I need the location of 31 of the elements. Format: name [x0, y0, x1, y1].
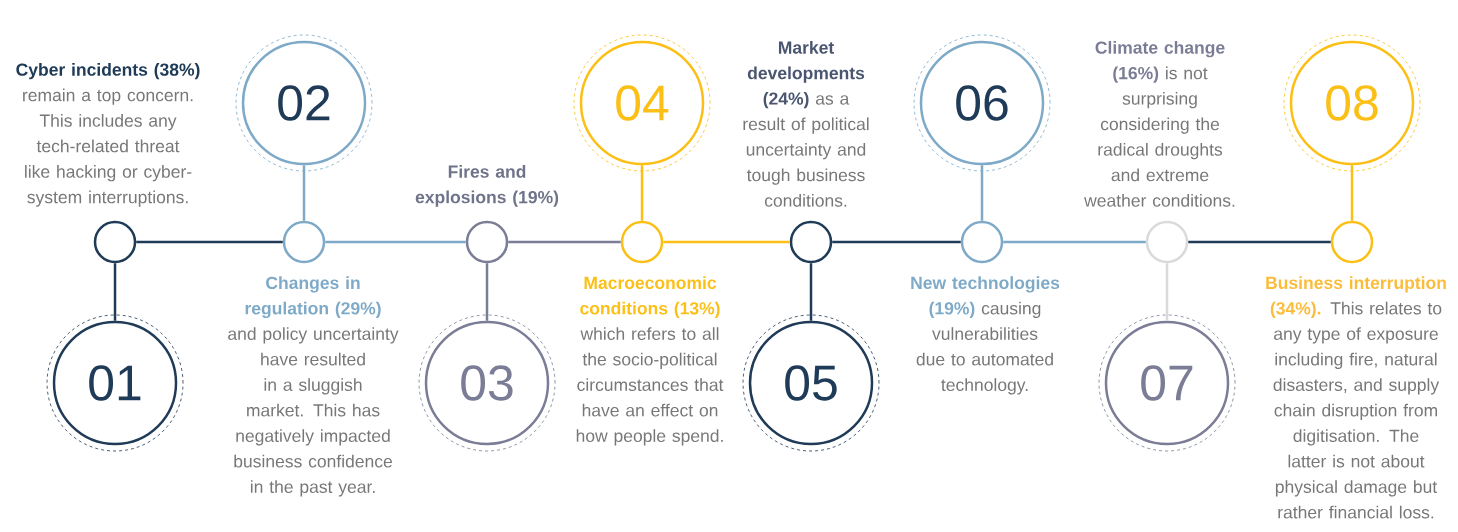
description-text: Changes in regulation (29%) and policy uncertainty have resulted in a sluggish market. This has negatively impacted business confidence in the past year. [228, 276, 399, 497]
connector-line [113, 263, 117, 321]
connector-line [1188, 240, 1331, 244]
connector-line [640, 165, 644, 221]
timeline-circle [1330, 220, 1374, 264]
description-text: New technologies (19%) causing vulnerabilities due to automated technology. [911, 276, 1060, 395]
connector-line [1003, 240, 1146, 244]
description-text: Fires and explosions (19%) [415, 165, 559, 207]
connector-line [663, 240, 790, 244]
connector-line [809, 263, 813, 321]
connector-line [980, 165, 984, 221]
connector-line [485, 263, 489, 321]
timeline-circle [465, 220, 509, 264]
description-text: Climate change (16%) is not surprising considering the radical droughts and extreme weather conditions. [1084, 40, 1235, 207]
connector-line [325, 240, 466, 244]
timeline-circle [1145, 220, 1189, 264]
connector-line [508, 240, 621, 244]
connector-line [1165, 263, 1169, 321]
description-text: Market developments (24%) as a result of political uncertainty and tough business conditions. [743, 40, 869, 207]
timeline-circle [789, 220, 833, 264]
connector-line [302, 165, 306, 221]
description-text: Business interruption (34%). This relates to any type of exposure including fire, natural disasters, and supply chain disruption from digitisation. The latter is not about physical damage but rather financial loss. [1266, 276, 1446, 519]
connector-line [1350, 165, 1354, 221]
description-text: Cyber incidents (38%) remain a top concern. This includes any tech-related threat like hacking or cyber-system interruptions. [16, 63, 200, 207]
timeline-circle [960, 220, 1004, 264]
connector-line [136, 240, 283, 244]
description-text: Macroeconomic conditions (13%) which refers to all the socio-political circumstances that have an effect on how people spend. [576, 276, 724, 446]
connector-line [832, 240, 961, 244]
timeline-circle [620, 220, 664, 264]
timeline-circle [93, 220, 137, 264]
timeline-circle [282, 220, 326, 264]
